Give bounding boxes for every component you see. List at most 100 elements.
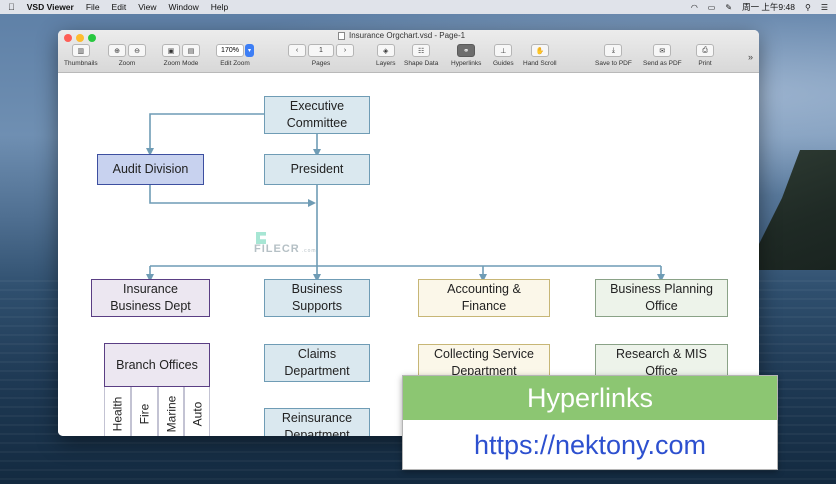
send-pdf-label: Send as PDF [643,60,682,67]
guides-icon: ⊥ [500,47,507,55]
fit-page-icon: ▣ [167,47,175,55]
guides-label: Guides [493,60,514,67]
watermark-text: FILECR [254,243,300,255]
node-accounting-finance[interactable]: Accounting & Finance [418,279,550,317]
save-pdf-label: Save to PDF [595,60,632,67]
callout-url-link[interactable]: https://nektony.com [473,430,707,460]
branch-fire-label: Fire [137,403,152,425]
node-branch-offices[interactable]: Branch Offices [104,343,210,387]
apple-icon[interactable]:  [8,2,15,12]
node-executive-committee[interactable]: Executive Committee [264,96,370,134]
mail-icon: ✉ [659,47,666,55]
node-claims-department[interactable]: Claims Department [264,344,370,382]
node-president[interactable]: President [264,154,370,185]
branch-health-label: Health [110,396,125,432]
fullscreen-button[interactable] [88,34,96,42]
branch-col-fire[interactable]: Fire [131,387,158,436]
edit-zoom-label: Edit Zoom [220,60,250,67]
zoom-mode-label: Zoom Mode [163,60,199,67]
menu-file[interactable]: File [79,2,100,12]
node-audit-division[interactable]: Audit Division [97,154,204,185]
node-insurance-business-dept[interactable]: Insurance Business Dept [91,279,210,317]
watermark: FILECR.com [254,243,317,255]
callout-heading: Hyperlinks [403,376,777,420]
zoom-in-icon: ⊕ [114,47,120,55]
fit-page-button[interactable]: ▣ [162,44,180,57]
guides-group: ⊥ Guides [493,44,514,72]
hyperlink-callout: Hyperlinks https://nektony.com [402,375,778,470]
branch-marine-label: Marine [164,395,178,433]
notification-center-icon[interactable]: ☰ [820,2,828,12]
sidebar-icon: ▥ [77,47,85,55]
hyperlinks-button[interactable]: ⚭ [457,44,476,57]
branch-col-marine[interactable]: Marine [158,387,184,436]
node-business-planning-office[interactable]: Business Planning Office [595,279,728,317]
thumbnails-group: ▥ Thumbnails [64,44,98,72]
input-source-icon[interactable]: ✎ [725,2,733,12]
zoom-group: ⊕ ⊖ Zoom [108,44,146,72]
spotlight-icon[interactable]: ⚲ [804,2,811,12]
send-pdf-button[interactable]: ✉ [653,44,672,57]
wifi-icon[interactable]: ◠ [690,2,698,12]
zoom-value-field[interactable]: 170% [216,44,244,57]
hand-scroll-label: Hand Scroll [523,60,557,67]
save-pdf-group: ⤓ Save to PDF [595,44,632,72]
window-title-text: Insurance Orgchart.vsd - Page-1 [349,31,466,40]
zoom-mode-group: ▣ ▤ Zoom Mode [162,44,200,72]
list-icon: ☷ [418,47,425,55]
layers-label: Layers [376,60,396,67]
next-page-button[interactable]: › [336,44,354,57]
zoom-in-button[interactable]: ⊕ [108,44,126,57]
previous-page-button[interactable]: ‹ [288,44,306,57]
shape-data-button[interactable]: ☷ [412,44,431,57]
hand-icon: ✋ [535,47,545,55]
layers-group: ◈ Layers [376,44,396,72]
zoom-label: Zoom [118,60,136,67]
print-button[interactable]: ⎙ [696,44,714,57]
thumbnails-button[interactable]: ▥ [71,44,90,57]
shape-data-label: Shape Data [404,60,439,67]
shape-data-group: ☷ Shape Data [404,44,438,72]
watermark-sub: .com [301,248,317,254]
layers-button[interactable]: ◈ [376,44,395,57]
chevron-down-icon: ▾ [247,48,251,54]
menu-edit[interactable]: Edit [104,2,127,12]
battery-icon[interactable]: ▭ [707,2,716,12]
close-button[interactable] [64,34,72,42]
connector-audit-trunk [149,185,316,207]
hyperlinks-group: ⚭ Hyperlinks [451,44,481,72]
minimize-button[interactable] [76,34,84,42]
edit-zoom-group: 170% ▾ Edit Zoom [216,44,254,72]
menu-clock[interactable]: 周一 上午9:48 [742,2,795,12]
print-label: Print [698,60,712,67]
save-pdf-button[interactable]: ⤓ [604,44,623,57]
chevron-left-icon: ‹ [295,47,299,54]
pages-group: ‹ 1 › Pages [288,44,354,72]
menu-status-area: ◠ ▭ ✎ 周一 上午9:48 ⚲ ☰ [691,0,828,14]
node-business-supports[interactable]: Business Supports [264,279,370,317]
toolbar-overflow-icon[interactable]: » [747,52,753,62]
thumbnails-label: Thumbnails [64,60,98,67]
menu-bar:  VSD Viewer File Edit View Window Help … [0,0,836,14]
document-icon [338,31,345,40]
menu-help[interactable]: Help [203,2,228,12]
guides-button[interactable]: ⊥ [494,44,513,57]
send-pdf-group: ✉ Send as PDF [643,44,682,72]
chevron-right-icon: › [343,47,347,54]
zoom-out-icon: ⊖ [134,47,140,55]
zoom-dropdown-button[interactable]: ▾ [245,44,254,57]
menu-app-name[interactable]: VSD Viewer [20,2,74,12]
connector-lines [146,113,665,282]
hand-scroll-group: ✋ Hand Scroll [523,44,557,72]
printer-icon: ⎙ [702,46,708,54]
branch-col-auto[interactable]: Auto [184,387,210,436]
menu-view[interactable]: View [131,2,156,12]
menu-window[interactable]: Window [161,2,198,12]
zoom-out-button[interactable]: ⊖ [128,44,146,57]
hand-scroll-button[interactable]: ✋ [530,44,549,57]
branch-col-health[interactable]: Health [104,387,131,436]
page-number-field[interactable]: 1 [308,44,334,57]
fit-width-button[interactable]: ▤ [182,44,200,57]
pdf-icon: ⤓ [611,46,615,54]
node-reinsurance-department[interactable]: Reinsurance Department [264,408,370,436]
